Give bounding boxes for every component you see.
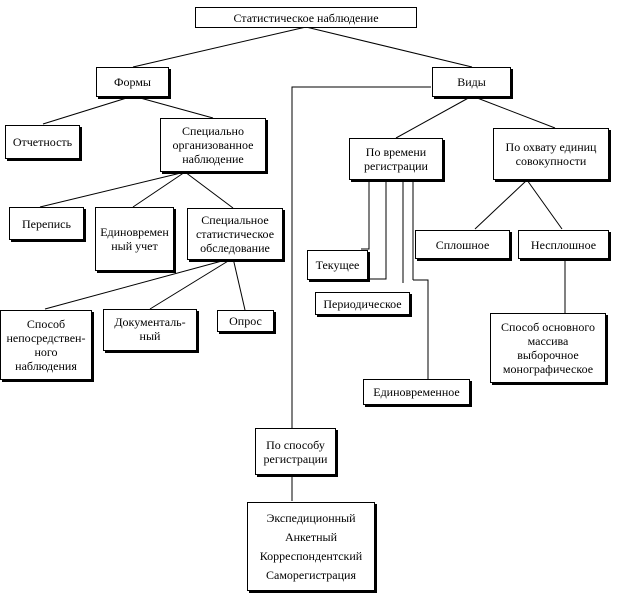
census-node: Перепись bbox=[9, 207, 84, 240]
continuous-node: Сплошное bbox=[415, 230, 510, 259]
by-coverage-node: По охвату единиц совокупности bbox=[493, 128, 609, 180]
registration-methods-node: Экспедиционный Анкетный Корреспондентски… bbox=[247, 502, 375, 591]
forms-node: Формы bbox=[96, 67, 169, 97]
method-self-registration: Саморегистрация bbox=[266, 567, 356, 582]
special-organized-node: Специально организованное наблюдение bbox=[160, 118, 266, 172]
periodic-node: Периодическое bbox=[315, 292, 410, 315]
poll-node: Опрос bbox=[217, 310, 274, 332]
documentary-node: Документаль- ный bbox=[103, 309, 197, 351]
root-node: Статистическое наблюдение bbox=[195, 7, 417, 28]
registration-node: По способу регистрации bbox=[255, 428, 336, 475]
sampling-methods-node: Способ основного массива выборочное моно… bbox=[490, 313, 606, 383]
special-survey-node: Специальное статистическое обследование bbox=[187, 208, 283, 260]
non-continuous-node: Несплошное bbox=[518, 230, 609, 259]
reporting-node: Отчетность bbox=[5, 125, 80, 159]
method-expedition: Экспедиционный bbox=[266, 510, 356, 525]
method-correspondent: Корреспондентский bbox=[259, 548, 363, 563]
one-time-record-node: Единовремен ный учет bbox=[95, 207, 174, 271]
one-time-node: Единовременное bbox=[363, 379, 470, 405]
current-node: Текущее bbox=[307, 250, 368, 280]
direct-observation-node: Способ непосредствен- ного наблюдения bbox=[0, 310, 92, 380]
method-questionnaire: Анкетный bbox=[284, 529, 338, 544]
types-node: Виды bbox=[432, 67, 511, 97]
by-time-node: По времени регистрации bbox=[349, 138, 443, 180]
